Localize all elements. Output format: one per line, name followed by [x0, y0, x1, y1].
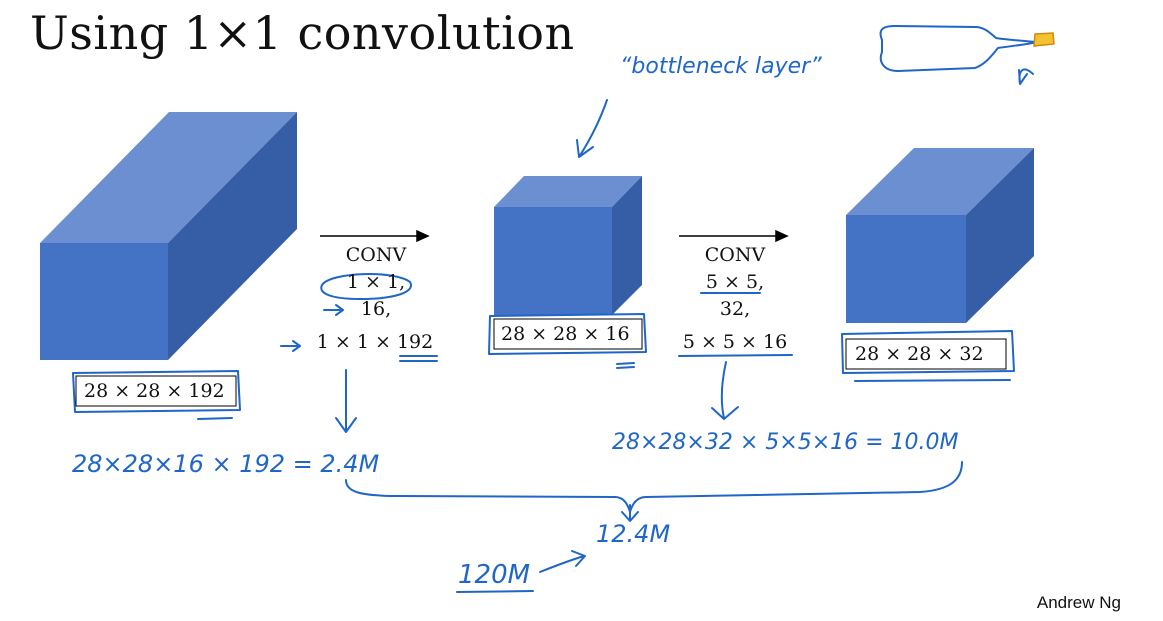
output-volume-cube: [846, 148, 1034, 323]
input-cube-side: [168, 112, 297, 360]
conv1-filter-shape: 1 × 1 × 192: [316, 331, 434, 353]
output-shape-box: [845, 338, 1007, 370]
output-underline: [854, 379, 1011, 382]
bottle-sketch: [879, 25, 1038, 72]
conv1-filters: 16,: [360, 298, 392, 320]
bottle-sketch-pointer: [1018, 68, 1034, 85]
conv1-cost-note: 28×28×16 × 192 = 2.4M: [72, 450, 380, 478]
input-volume-cube: [40, 112, 297, 360]
bottleneck-box-scribble: [488, 313, 647, 355]
output-cube-side: [966, 148, 1034, 323]
bottle-cap-highlight: [1033, 32, 1055, 47]
conv2-filter-shape: 5 × 5 × 16: [682, 331, 788, 353]
bottleneck-shape-label: 28 × 28 × 16: [501, 323, 630, 345]
bottleneck-cube-top: [494, 176, 642, 207]
conv2-kernel: 5 × 5,: [705, 271, 765, 293]
bottleneck-pointer-arrow: [576, 99, 608, 158]
output-shape-label: 28 × 28 × 32: [855, 343, 984, 365]
hand-annotations: [72, 25, 1038, 593]
cost1-down-arrow: [335, 369, 357, 433]
total-cost-note: 12.4M: [596, 520, 671, 548]
conv2-underline-2: [678, 354, 793, 357]
output-cube-top: [846, 148, 1034, 215]
input-underline: [197, 417, 233, 420]
input-cube-top: [40, 112, 297, 243]
bottleneck-volume-cube: [494, 176, 642, 315]
output-cube-front: [846, 215, 966, 323]
total-brace: [345, 461, 963, 513]
kernel-circle: [320, 273, 412, 300]
input-shape-box: [75, 375, 237, 407]
cost2-down-arrow: [711, 361, 739, 420]
bottleneck-underline: [616, 362, 635, 369]
conv2-name: CONV: [704, 244, 766, 266]
conv1-name: CONV: [345, 244, 407, 266]
filters-arrow-1: [323, 304, 344, 316]
bottleneck-shape-box: [493, 318, 643, 350]
conv1-underline: [399, 355, 438, 362]
comparison-cost-note: 120M: [458, 560, 531, 590]
conv1-kernel: 1 × 1,: [346, 271, 406, 293]
input-shape-label: 28 × 28 × 192: [84, 380, 225, 402]
bottleneck-cube-front: [494, 207, 612, 315]
conv2-filters: 32,: [719, 298, 751, 320]
filter-shape-arrow-1: [280, 340, 301, 352]
slide-title: Using 1×1 convolution: [30, 6, 575, 60]
author-credit: Andrew Ng: [1036, 593, 1121, 612]
comparison-underline: [456, 590, 534, 593]
conv2-cost-note: 28×28×32 × 5×5×16 = 10.0M: [612, 430, 959, 455]
total-down-arrow: [621, 504, 639, 522]
comparison-arrow: [539, 550, 586, 573]
input-cube-front: [40, 243, 168, 360]
conv2-arrow: [679, 229, 789, 243]
bottleneck-cube-side: [612, 176, 642, 315]
output-box-scribble: [841, 330, 1015, 374]
input-box-scribble: [72, 370, 241, 413]
bottleneck-layer-note: “bottleneck layer”: [620, 54, 822, 79]
conv1-arrow: [320, 229, 430, 243]
